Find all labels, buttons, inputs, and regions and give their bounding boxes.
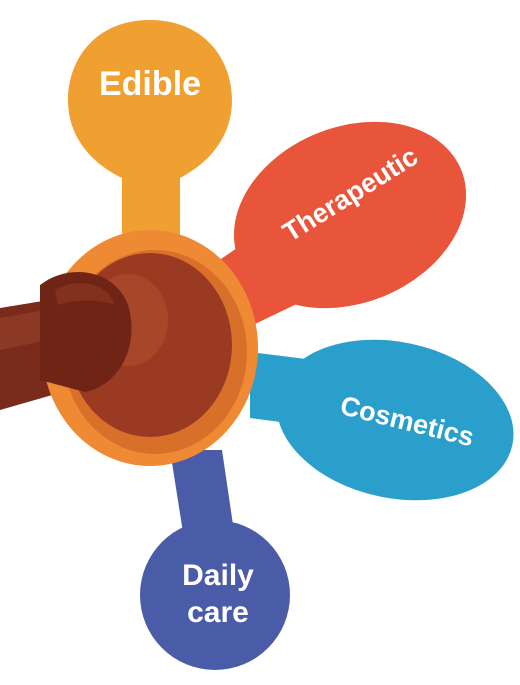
petal-daily-care-shape <box>140 520 290 670</box>
petal-daily-care: Daily care <box>140 450 290 670</box>
petal-edible-label: Edible <box>99 65 201 103</box>
petal-cosmetics: Cosmetics <box>250 319 520 521</box>
reishi-mushroom-image <box>0 230 258 466</box>
petal-edible-shape <box>68 20 232 265</box>
petal-edible: Edible <box>68 20 232 265</box>
petal-daily-care-label-line-1: Daily <box>182 559 254 592</box>
petal-daily-care-label-line-2: care <box>187 596 249 629</box>
